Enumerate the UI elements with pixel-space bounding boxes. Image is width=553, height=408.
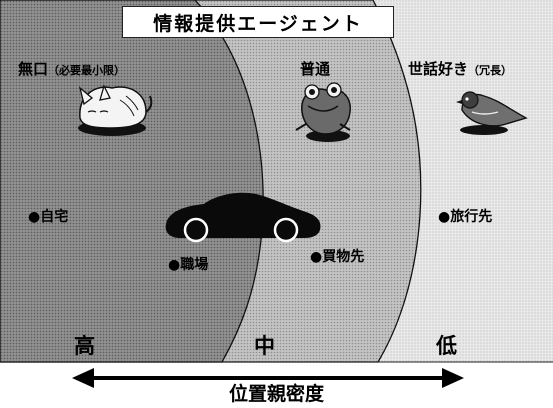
zone-label-quiet: 無口（必要最小限） <box>18 62 125 77</box>
zone-note-quiet: （必要最小限） <box>48 64 126 77</box>
intimacy-axis-arrow <box>72 368 464 388</box>
diagram-title: 情報提供エージェント <box>122 6 394 38</box>
cat-icon <box>78 84 153 136</box>
place-shopping: ●買物先 <box>310 250 364 264</box>
zone-label-talkative: 世話好き（冗長） <box>408 62 512 77</box>
place-bullet: ● <box>28 209 41 225</box>
place-shopping-label: 買物先 <box>322 249 365 265</box>
place-work-label: 職場 <box>180 257 209 273</box>
zone-note-talkative: （冗長） <box>468 64 513 77</box>
place-travel-label: 旅行先 <box>450 209 493 225</box>
place-bullet: ● <box>168 257 181 273</box>
place-work: ●職場 <box>168 258 208 272</box>
place-bullet: ● <box>310 249 323 265</box>
place-bullet: ● <box>438 209 451 225</box>
frog-icon <box>295 82 351 142</box>
sparrow-icon <box>456 91 528 135</box>
level-high: 高 <box>74 334 95 358</box>
zone-name-quiet: 無口 <box>18 60 49 78</box>
axis-label: 位置親密度 <box>228 383 324 405</box>
place-home-label: 自宅 <box>40 209 69 225</box>
level-low: 低 <box>436 334 457 358</box>
zone-name-talkative: 世話好き <box>408 60 469 78</box>
car-icon <box>165 192 321 243</box>
inner-zone <box>0 0 264 363</box>
zone-label-normal: 普通 <box>300 60 331 78</box>
place-travel: ●旅行先 <box>438 210 492 224</box>
place-home: ●自宅 <box>28 210 68 224</box>
level-mid: 中 <box>254 334 275 358</box>
